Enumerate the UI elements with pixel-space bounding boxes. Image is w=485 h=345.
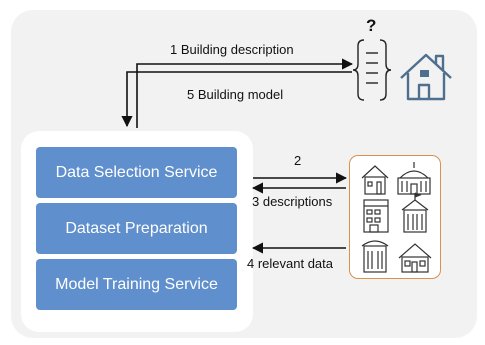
arrow-building-model — [121, 71, 352, 128]
spec-list-icon — [352, 39, 392, 101]
dataset-preparation-label: Dataset Preparation — [65, 219, 208, 237]
data-selection-service-label: Data Selection Service — [55, 163, 218, 181]
model-training-service-box: Model Training Service — [36, 259, 237, 310]
step3-label: 3 descriptions — [252, 194, 333, 209]
building-collection-icon — [361, 162, 432, 273]
building-palace-icon — [397, 162, 431, 195]
step2-label: 2 — [294, 153, 302, 168]
building-flag-icon — [401, 192, 429, 233]
building-apartment-icon — [361, 240, 389, 273]
house-icon — [400, 53, 452, 101]
step5-label: 5 Building model — [187, 87, 284, 102]
building-house-icon — [361, 165, 389, 195]
model-training-service-label: Model Training Service — [55, 275, 218, 293]
step4-label: 4 relevant data — [247, 256, 334, 271]
data-selection-service-box: Data Selection Service — [36, 147, 237, 198]
unknown-mark: ? — [366, 16, 377, 35]
dataset-preparation-box: Dataset Preparation — [36, 203, 237, 254]
building-cottage-icon — [398, 243, 432, 273]
building-office-icon — [363, 199, 389, 233]
arrow-building-description — [136, 58, 354, 128]
step1-label: 1 Building description — [170, 42, 294, 57]
